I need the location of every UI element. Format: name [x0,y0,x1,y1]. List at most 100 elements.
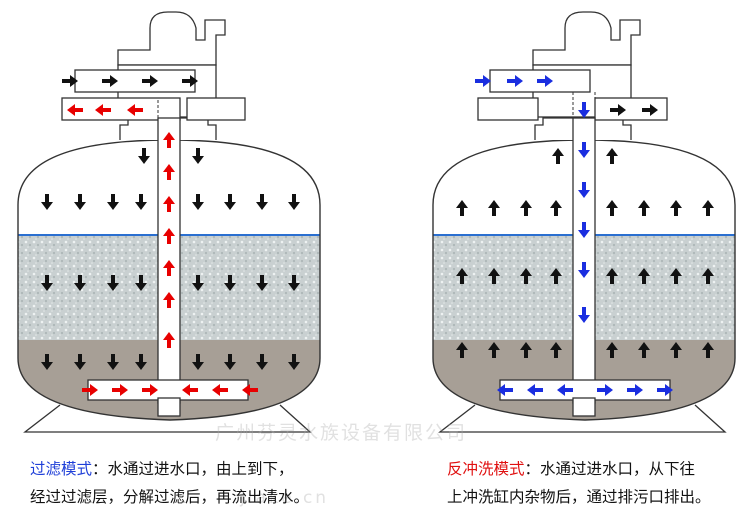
valve-handle [117,11,226,66]
up-arrow-icon [520,200,532,216]
down-arrow-icon [192,148,204,164]
right-arrow-icon [597,384,613,396]
up-arrow-icon [456,268,468,284]
down-arrow-icon [107,194,119,210]
filter-mode-caption: 过滤模式：水通过进水口，由上到下， 经过过滤层，分解过滤后，再流出清水。 [30,455,309,511]
up-arrow-icon [488,200,500,216]
filter-mode-tank [17,11,321,433]
down-arrow-icon [192,275,204,291]
right-arrow-icon [112,384,128,396]
down-arrow-icon [192,194,204,210]
watermark: 广州芬灵水族设备有限公司 [215,422,468,444]
backwash-mode-text-2: 上冲洗缸内杂物后，通过排污口排出。 [447,488,711,506]
up-arrow-icon [488,268,500,284]
left-arrow-icon [127,104,143,116]
backwash-mode-arrows [456,75,714,396]
down-arrow-icon [138,148,150,164]
down-arrow-icon [288,275,300,291]
up-arrow-icon [552,148,564,164]
up-arrow-icon [606,200,618,216]
down-arrow-icon [288,194,300,210]
right-arrow-icon [627,384,643,396]
up-arrow-icon [606,342,618,358]
down-arrow-icon [256,275,268,291]
right-arrow-icon [610,104,626,116]
up-arrow-icon [702,200,714,216]
up-arrow-icon [488,342,500,358]
down-arrow-icon [288,354,300,370]
up-arrow-icon [520,342,532,358]
down-arrow-icon [107,354,119,370]
up-arrow-icon [670,268,682,284]
down-arrow-icon [41,354,53,370]
backwash-mode-line1: 反冲洗模式：水通过进水口，从下往 [447,455,711,483]
up-arrow-icon [163,292,175,308]
up-arrow-icon [163,196,175,212]
backwash-mode-caption: 反冲洗模式：水通过进水口，从下往 上冲洗缸内杂物后，通过排污口排出。 [447,455,711,511]
up-arrow-icon [456,342,468,358]
filter-mode-arrows [41,75,300,396]
right-arrow-icon [657,384,673,396]
up-arrow-icon [163,332,175,348]
down-arrow-icon [74,354,86,370]
right-arrow-icon [142,75,158,87]
left-arrow-icon [527,384,543,396]
right-arrow-icon [182,75,198,87]
right-arrow-icon [102,75,118,87]
tank-outline [17,139,321,421]
up-arrow-icon [638,268,650,284]
down-arrow-icon [578,307,590,323]
filter-mode-text-2: 经过过滤层，分解过滤后，再流出清水。 [30,488,310,506]
up-arrow-icon [670,342,682,358]
up-arrow-icon [163,260,175,276]
down-arrow-icon [41,275,53,291]
up-arrow-icon [520,268,532,284]
down-arrow-icon [578,142,590,158]
down-arrow-icon [256,194,268,210]
up-arrow-icon [702,342,714,358]
up-arrow-icon [550,268,562,284]
up-arrow-icon [670,200,682,216]
down-arrow-icon [107,275,119,291]
down-arrow-icon [578,222,590,238]
down-arrow-icon [224,194,236,210]
right-arrow-icon [142,384,158,396]
down-arrow-icon [74,275,86,291]
left-arrow-icon [212,384,228,396]
right-arrow-icon [642,104,658,116]
up-arrow-icon [163,164,175,180]
left-arrow-icon [67,104,83,116]
up-arrow-icon [163,132,175,148]
right-arrow-icon [537,75,553,87]
left-arrow-icon [242,384,258,396]
center-tube [572,117,596,404]
drain-pipe [186,97,246,121]
backwash-mode-title: 反冲洗模式 [447,460,525,478]
up-arrow-icon [638,200,650,216]
inlet-pipe [74,69,196,93]
up-arrow-icon [606,148,618,164]
down-arrow-icon [578,102,590,118]
watermark-url: jiake.cn [240,488,330,508]
down-arrow-icon [135,275,147,291]
left-arrow-icon [497,384,513,396]
down-arrow-icon [135,354,147,370]
filter-mode-line1: 过滤模式：水通过进水口，由上到下， [30,455,309,483]
down-arrow-icon [578,182,590,198]
tank-outline [432,139,736,421]
down-arrow-icon [578,262,590,278]
backwash-mode-text-1: ：水通过进水口，从下往 [524,460,696,478]
right-arrow-icon [62,75,78,87]
up-arrow-icon [550,200,562,216]
up-arrow-icon [456,200,468,216]
down-arrow-icon [192,354,204,370]
left-cap [477,97,539,121]
right-arrow-icon [82,384,98,396]
bottom-lateral [499,379,671,401]
backwash-mode-tank [432,11,736,433]
down-arrow-icon [41,194,53,210]
up-arrow-icon [702,268,714,284]
down-arrow-icon [74,194,86,210]
outlet-pipe [61,97,181,121]
up-arrow-icon [606,268,618,284]
